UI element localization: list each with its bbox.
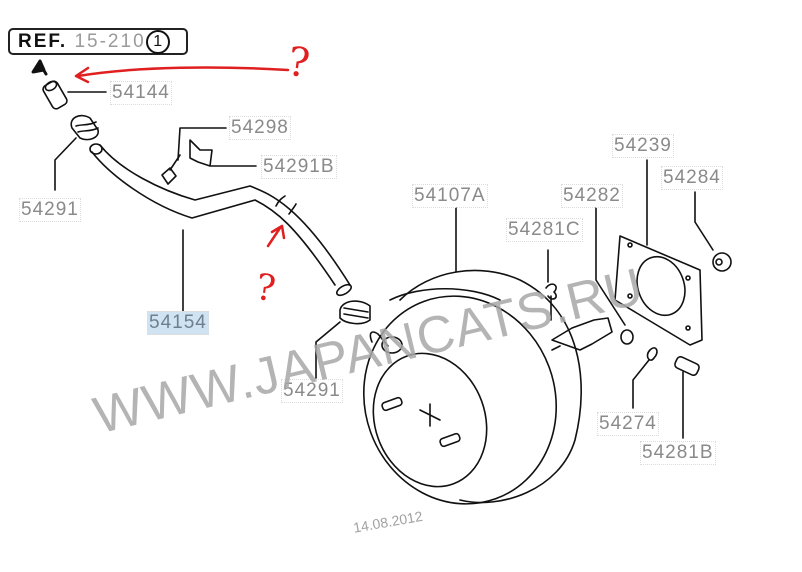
nut-54284: [694, 191, 732, 272]
clamp-upper: [54, 114, 99, 191]
part-label-54298[interactable]: 54298: [229, 116, 291, 140]
part-label-54281B[interactable]: 54281B: [640, 441, 716, 465]
ref-prefix: REF.: [18, 31, 68, 52]
pin-54274: [632, 347, 658, 409]
ref-code: 15-210: [74, 31, 146, 52]
washer-54282: [595, 207, 634, 345]
part-label-54291-upper[interactable]: 54291: [19, 198, 81, 222]
part-label-54291B[interactable]: 54291B: [261, 155, 337, 179]
part-label-54239[interactable]: 54239: [612, 134, 674, 158]
part-label-54281C[interactable]: 54281C: [506, 218, 583, 242]
part-label-54282[interactable]: 54282: [561, 184, 623, 208]
ref-circled-number: 1: [145, 30, 170, 54]
clip-54291B: [189, 139, 257, 167]
part-label-54107A[interactable]: 54107A: [412, 184, 488, 208]
clip-54281C: [545, 249, 557, 321]
hose-54154: [89, 143, 353, 313]
part-label-54144[interactable]: 54144: [110, 81, 172, 105]
part-label-54274[interactable]: 54274: [597, 412, 659, 436]
gasket-54239: [614, 159, 703, 346]
clamp-lower: [315, 300, 371, 379]
fitting-54144: [42, 80, 107, 110]
pin-54281B: [674, 356, 700, 439]
ref-arrow-icon: [31, 59, 48, 76]
bolt-54298: [161, 127, 227, 185]
part-label-54291-lower[interactable]: 54291: [281, 379, 343, 403]
part-label-54284[interactable]: 54284: [661, 166, 723, 190]
red-annotation-arrows: [74, 66, 290, 248]
brake-booster-54107A: [362, 207, 613, 505]
part-label-54154[interactable]: 54154: [147, 311, 209, 335]
